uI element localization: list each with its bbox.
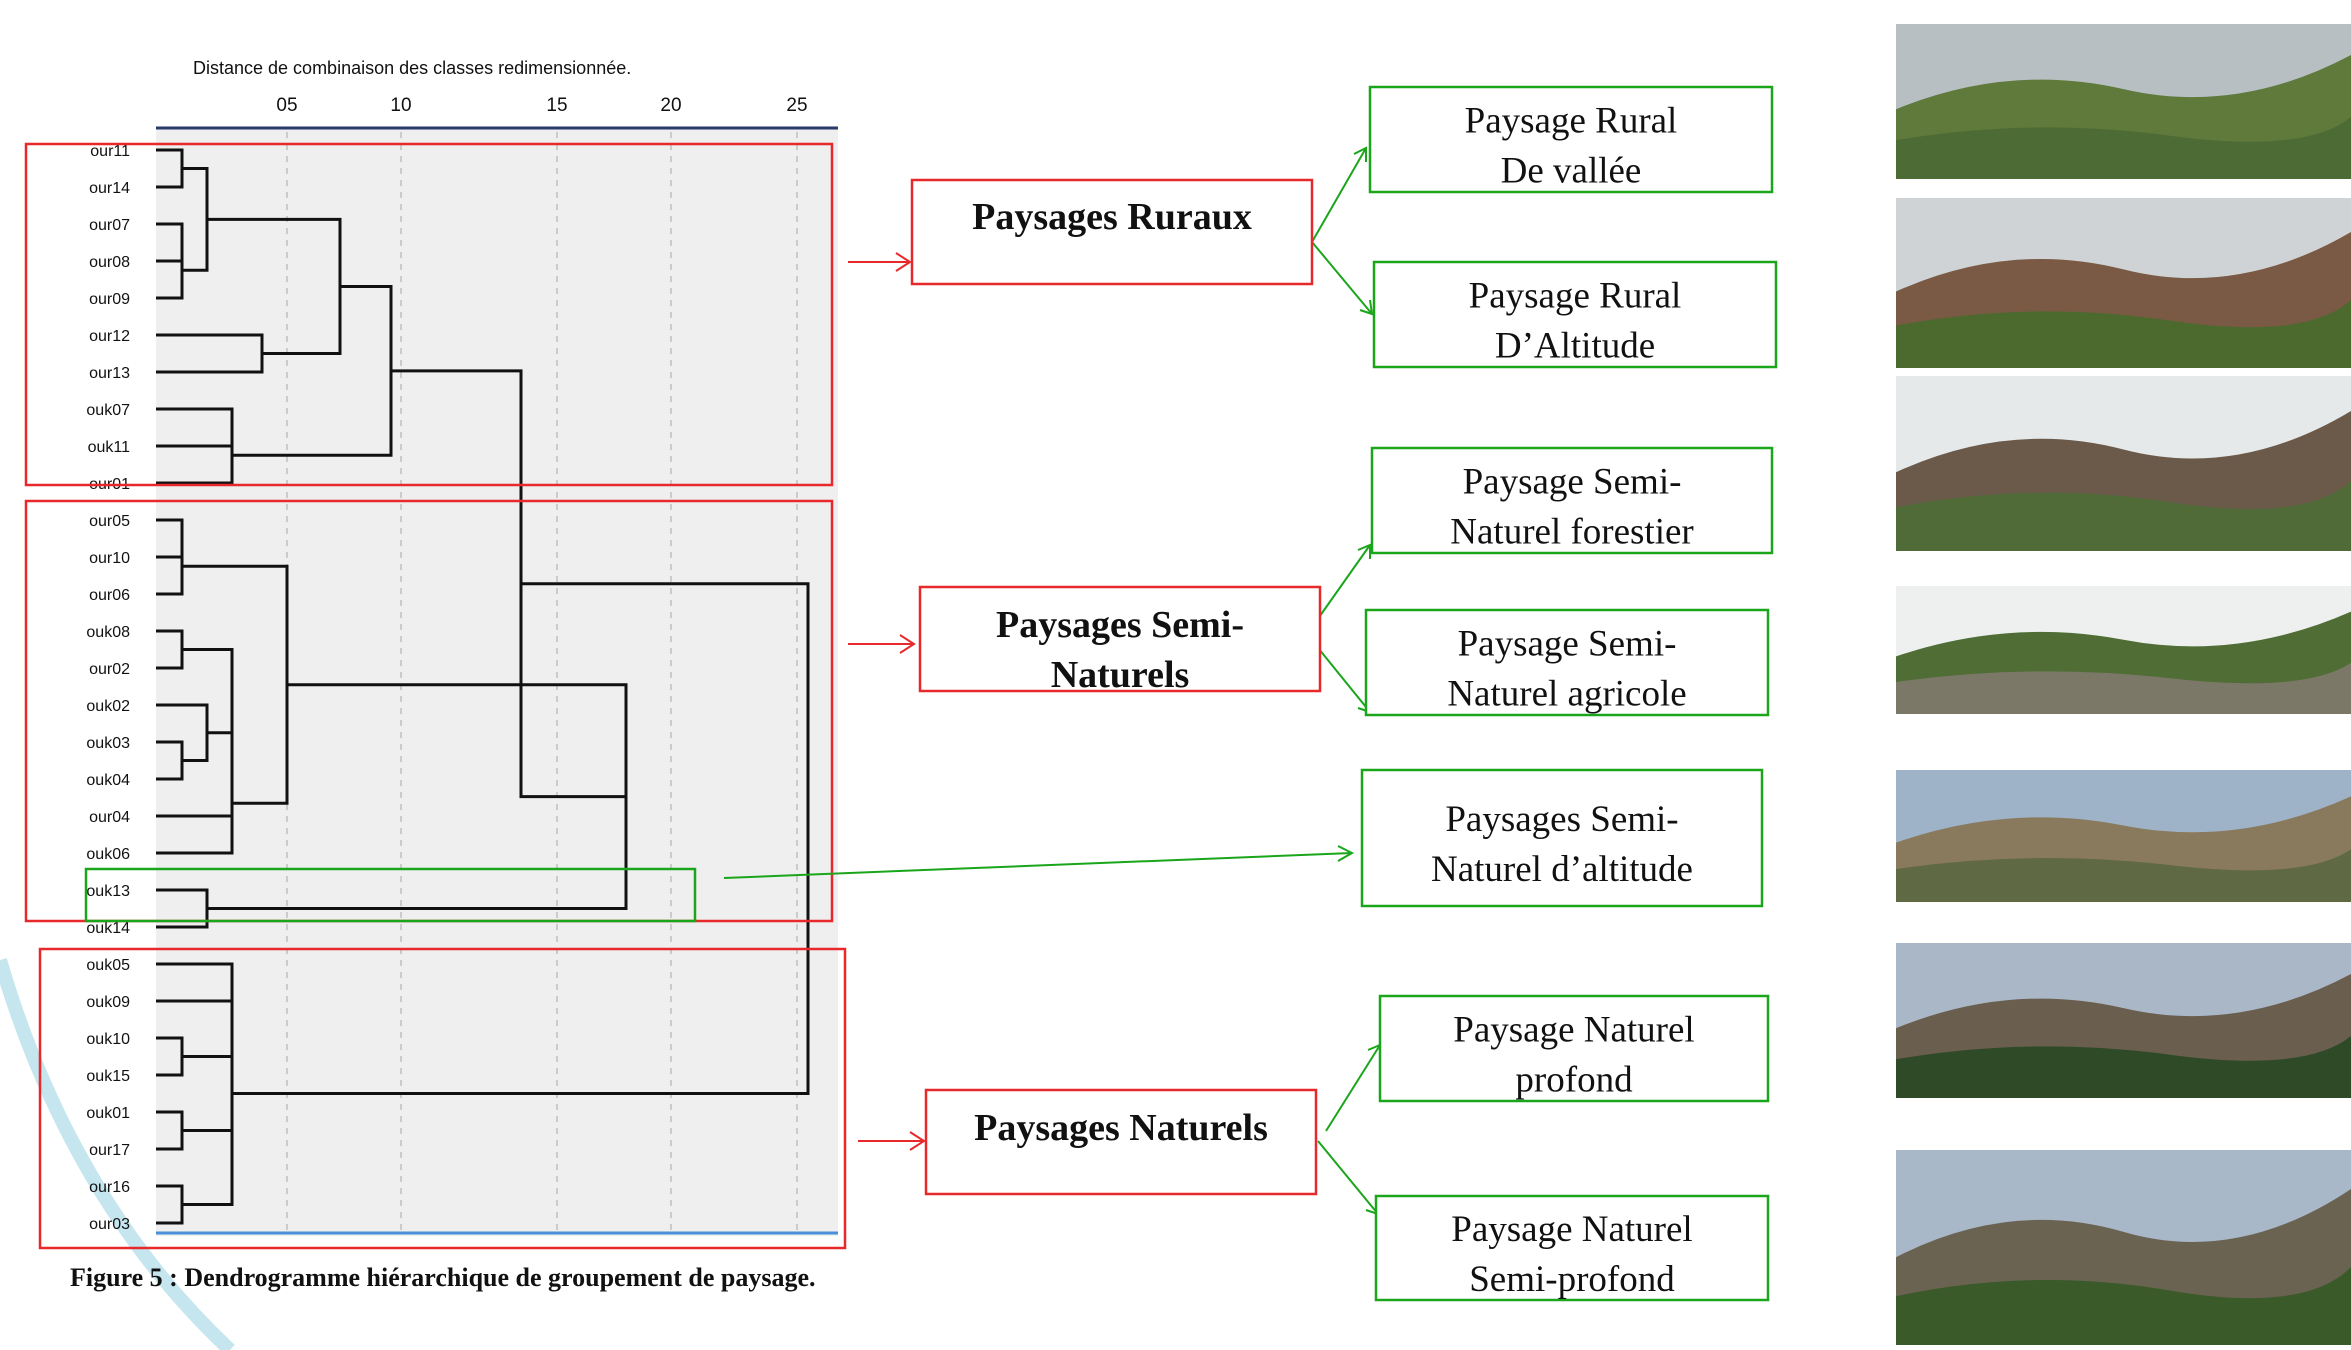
semi-natural-agricultural-photo [1896, 586, 2351, 714]
leaf-label: our12 [89, 328, 130, 345]
leaf-label: ouk01 [86, 1105, 130, 1122]
tick-label: 05 [276, 95, 297, 116]
leaf-label: our07 [89, 217, 130, 234]
semi-natural-forest-photo [1896, 376, 2351, 551]
leaf-label: our04 [89, 809, 130, 826]
subtype-box: Paysage Semi-Naturel forestier [1370, 446, 1774, 555]
plot-background [156, 128, 838, 1236]
leaf-label: our03 [89, 1216, 130, 1233]
leaf-label: ouk04 [86, 772, 130, 789]
dendrogram-link [156, 538, 184, 596]
dendrogram-link [156, 242, 184, 300]
leaf-label: ouk14 [86, 920, 130, 937]
dendrogram-link [156, 753, 234, 855]
decorative-arc [0, 958, 235, 1350]
leaf-label: our10 [89, 550, 130, 567]
semi-natural-altitude-photo [1896, 770, 2351, 902]
rural-altitude-photo [1896, 198, 2351, 368]
tick-label: 15 [546, 95, 567, 116]
leaf-label: our13 [89, 365, 130, 382]
rural-valley-photo [1896, 24, 2351, 179]
subtype-box: Paysage Semi-Naturel agricole [1364, 608, 1770, 717]
tick-label: 25 [786, 95, 807, 116]
tick-label: 10 [390, 95, 411, 116]
leaf-label: ouk15 [86, 1068, 130, 1085]
svg-text:Paysages Ruraux: Paysages Ruraux [972, 196, 1252, 238]
leaf-label: our02 [89, 661, 130, 678]
leaf-label: ouk03 [86, 735, 130, 752]
leaf-label: our08 [89, 254, 130, 271]
gridlines [286, 132, 798, 1230]
leaf-label: ouk10 [86, 1031, 130, 1048]
figure-caption: Figure 5 : Dendrogramme hiérarchique de … [70, 1263, 816, 1292]
cluster-box-semi-natural-altitude [84, 867, 697, 923]
axis-title: Distance de combinaison des classes redi… [193, 58, 631, 78]
leaf-label: our05 [89, 513, 130, 530]
category-semi-natural: Paysages Semi-Naturels [918, 585, 1322, 696]
svg-text:Paysage Semi-Naturel agricole: Paysage Semi-Naturel agricole [1447, 624, 1686, 715]
category-rural: Paysages Ruraux [910, 178, 1314, 286]
leaf-label: our14 [89, 180, 130, 197]
leaf-label: ouk13 [86, 883, 130, 900]
svg-text:Paysages Semi-Naturel d’altitu: Paysages Semi-Naturel d’altitude [1431, 799, 1693, 890]
svg-text:Paysage Semi-Naturel forestier: Paysage Semi-Naturel forestier [1450, 462, 1693, 553]
category-natural: Paysages Naturels [924, 1088, 1318, 1196]
natural-semi-deep-photo [1896, 1150, 2351, 1345]
leaf-label: ouk06 [86, 846, 130, 863]
leaf-label: our06 [89, 587, 130, 604]
leaf-label: our11 [90, 143, 130, 160]
tick-label: 20 [660, 95, 681, 116]
cluster-box-natural [38, 947, 847, 1250]
leaf-label: ouk08 [86, 624, 130, 641]
svg-text:Paysages Naturels: Paysages Naturels [974, 1107, 1268, 1149]
leaf-label: our16 [89, 1179, 130, 1196]
leaf-label: ouk11 [88, 439, 131, 456]
natural-deep-photo [1896, 943, 2351, 1098]
dendrogram: Distance de combinaison des classes redi… [86, 58, 838, 1236]
dendrogram-links [156, 148, 810, 1225]
axis-ticks: 05 10 15 20 25 [276, 95, 807, 116]
cluster-box-rural [24, 142, 834, 487]
dendrogram-link [232, 582, 810, 1095]
leaf-labels: our11 our14 our07 our08 our09 our12 our13 ouk07… [86, 143, 130, 1233]
leaf-label: ouk02 [86, 698, 130, 715]
leaf-label: ouk07 [86, 402, 130, 419]
dendrogram-link [156, 427, 234, 485]
svg-text:Paysages Semi-Naturels: Paysages Semi-Naturels [996, 604, 1244, 696]
leaf-label: ouk05 [86, 957, 130, 974]
subtype-box: Paysages Semi-Naturel d’altitude [1360, 768, 1764, 908]
leaf-label: our17 [89, 1142, 130, 1159]
landscape-photos [1896, 24, 2351, 1345]
leaf-label: our09 [89, 291, 130, 308]
leaf-label: ouk09 [86, 994, 130, 1011]
